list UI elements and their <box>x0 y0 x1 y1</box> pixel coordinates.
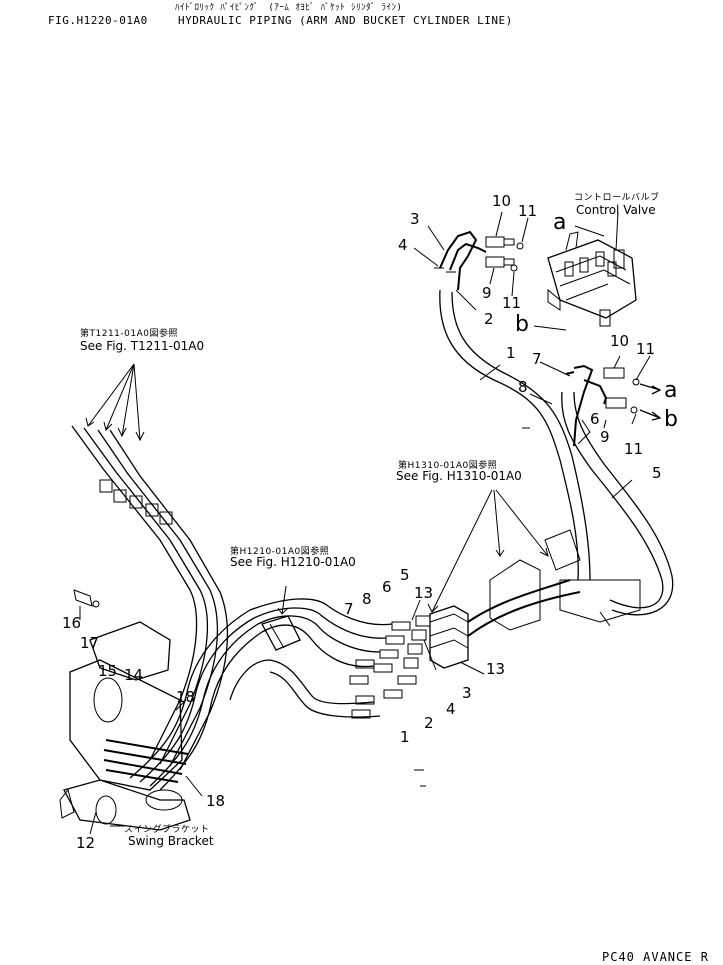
part-4-mid: 4 <box>446 700 456 718</box>
leader-cv <box>615 211 619 251</box>
part-9-top: 9 <box>482 284 492 302</box>
part-7-right: 7 <box>532 350 542 368</box>
figure-title: HYDRAULIC PIPING (ARM AND BUCKET CYLINDE… <box>178 14 513 27</box>
control-valve-drawing <box>547 231 637 327</box>
part-5-right: 5 <box>652 464 662 482</box>
left-hose-bundle <box>71 363 229 771</box>
part-16: 16 <box>62 614 82 632</box>
top-hose-bends <box>413 225 487 311</box>
part-18-upper: 18 <box>176 688 196 706</box>
ref-t1211-label: See Fig. T1211-01A0 <box>80 339 205 353</box>
ref-h1310-jp-label: 第H1310-01A0図参照 <box>398 461 498 471</box>
part-7-mid: 7 <box>344 600 354 618</box>
letter-b-top: b <box>515 312 529 337</box>
top-fittings <box>485 211 529 297</box>
part-11-top-lower: 11 <box>502 294 522 312</box>
part-1-mid: 1 <box>400 728 410 746</box>
ref-h1310-arrow-3 <box>495 489 549 557</box>
part-17: 17 <box>80 634 100 652</box>
part-13-mid-bottom: 13 <box>486 660 506 678</box>
part-9-right: 9 <box>600 428 610 446</box>
leader-a <box>574 225 605 237</box>
part-3-top: 3 <box>410 210 420 228</box>
part-12: 12 <box>76 834 96 852</box>
ref-h1310-label: See Fig. H1310-01A0 <box>396 469 522 483</box>
part-15: 15 <box>98 662 118 680</box>
header-jp-title: ﾊｲﾄﾞﾛﾘｯｸ ﾊﾟｲﾋﾟﾝｸﾞ (ｱｰﾑ ｵﾖﾋﾞ ﾊﾞｹｯﾄ ｼﾘﾝﾀﾞ … <box>175 3 403 13</box>
swing-bracket-label: Swing Bracket <box>128 834 214 848</box>
leader-b <box>533 325 567 331</box>
letter-a-top: a <box>553 210 567 235</box>
figure-id: FIG.H1220-01A0 <box>48 14 148 27</box>
ref-h1210-label: See Fig. H1210-01A0 <box>230 555 356 569</box>
part-18-lower: 18 <box>206 792 226 810</box>
ref-h1310-arrow-1 <box>427 489 493 613</box>
control-valve-jp-label: コントロールバルブ <box>574 193 660 203</box>
part-10-top: 10 <box>492 192 512 210</box>
control-valve-label: Control Valve <box>576 203 656 217</box>
part-14: 14 <box>124 666 144 684</box>
part-13-mid-top: 13 <box>414 584 434 602</box>
letter-a-right: a <box>664 378 678 403</box>
part-11-right: 11 <box>636 340 656 358</box>
part-6-right: 6 <box>590 410 600 428</box>
part-8-right: 8 <box>518 378 528 396</box>
part-10-right: 10 <box>610 332 630 350</box>
mid-right-hoses <box>529 355 662 447</box>
ref-h1310-arrow-2 <box>493 489 505 557</box>
swing-bracket-jp-label: スイングブラケット <box>124 825 210 835</box>
part-11-top: 11 <box>518 202 538 220</box>
part-6-mid: 6 <box>382 578 392 596</box>
ref-t1211-jp-label: 第T1211-01A0図参照 <box>80 329 178 339</box>
long-hoses <box>439 289 674 616</box>
part-5-mid: 5 <box>400 566 410 584</box>
central-manifold <box>373 529 641 699</box>
part-3-mid: 3 <box>462 684 472 702</box>
part-4-top: 4 <box>398 236 408 254</box>
model-footer: PC40 AVANCE R <box>602 950 709 964</box>
middle-hose-bundle <box>129 585 393 791</box>
letter-b-right: b <box>664 407 678 432</box>
part-2-top: 2 <box>484 310 494 328</box>
part-2-mid: 2 <box>424 714 434 732</box>
part-8-mid: 8 <box>362 590 372 608</box>
ref-h1210-jp-label: 第H1210-01A0図参照 <box>230 547 330 557</box>
part-11-right-lower: 11 <box>624 440 644 458</box>
part-1-top: 1 <box>506 344 516 362</box>
swing-bracket-drawing <box>59 589 203 835</box>
